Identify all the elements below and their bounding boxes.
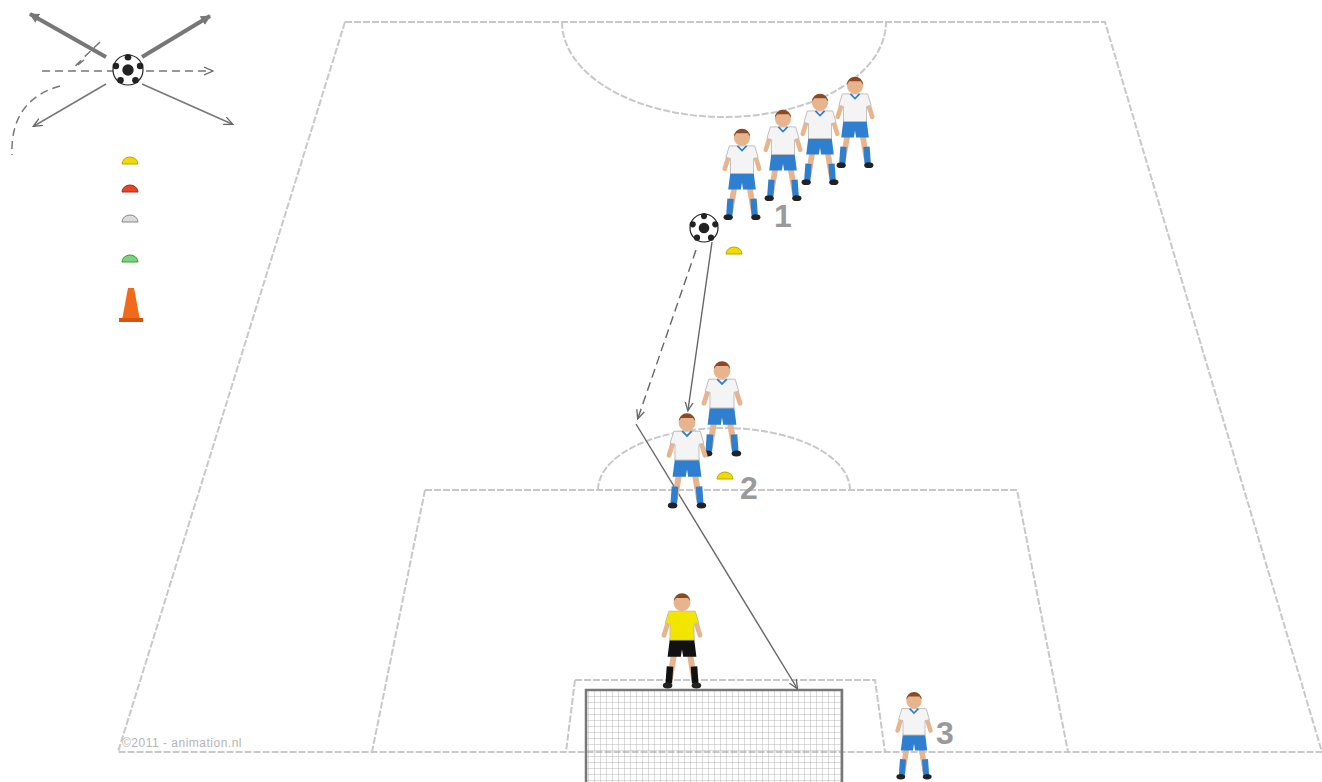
player: [802, 94, 839, 185]
ball-patch: [708, 235, 714, 241]
shoe: [896, 774, 905, 780]
legend-ball: [113, 54, 144, 85]
shirt: [839, 94, 871, 122]
sock: [734, 434, 735, 451]
shirt: [726, 146, 758, 174]
sock: [674, 486, 675, 503]
hair: [714, 361, 731, 369]
shirt: [767, 127, 799, 155]
goal: [586, 690, 842, 782]
shoe: [923, 774, 932, 780]
sock: [867, 147, 868, 163]
shoe: [802, 179, 811, 185]
sock: [694, 666, 695, 683]
ball-patch: [125, 54, 132, 61]
collar: [815, 111, 824, 116]
sock: [795, 180, 796, 196]
shirt: [804, 111, 836, 139]
shoe: [724, 214, 733, 220]
shoe: [732, 451, 742, 457]
ball-patch: [690, 221, 696, 227]
goalkeeper: [663, 593, 701, 688]
player: [724, 129, 761, 220]
movement-lines: [636, 242, 797, 688]
ball-patch: [122, 64, 133, 75]
collar: [737, 146, 746, 151]
hair: [906, 692, 921, 700]
shoe: [864, 162, 873, 168]
sock: [699, 486, 700, 503]
ball-patch: [694, 235, 700, 241]
watermark: ©2011 - animation.nl: [122, 736, 242, 750]
collar: [910, 709, 919, 713]
ball-patch: [701, 213, 707, 219]
hair: [847, 77, 863, 85]
player: [703, 361, 741, 456]
player: [765, 110, 802, 201]
collar: [717, 379, 727, 384]
collar: [850, 94, 859, 99]
hair: [775, 110, 791, 118]
hair: [734, 129, 750, 137]
callout-number: 3: [936, 715, 954, 752]
shoe: [829, 179, 838, 185]
callout-number: 2: [740, 470, 758, 507]
collar: [682, 431, 692, 436]
shoe: [751, 214, 760, 220]
hair: [812, 94, 828, 102]
player: [668, 413, 706, 508]
player: [837, 77, 874, 168]
shoe: [697, 503, 707, 509]
sock: [925, 759, 926, 774]
pitch-lines: [118, 22, 1322, 752]
callout-number: 1: [774, 198, 792, 235]
hair: [679, 413, 696, 421]
sock: [770, 180, 771, 196]
ball-patch: [137, 63, 144, 70]
collar: [778, 127, 787, 132]
shirt: [899, 709, 930, 735]
shoe: [792, 195, 801, 201]
hair: [674, 593, 691, 601]
sock: [807, 164, 808, 180]
shoe: [663, 683, 673, 689]
ball-patch: [113, 63, 120, 70]
ball-patch: [699, 223, 710, 234]
ball-patch: [132, 77, 139, 84]
shoe: [668, 503, 678, 509]
shirt: [665, 611, 699, 640]
shorts: [901, 733, 927, 751]
shoe: [692, 683, 702, 689]
ball: [690, 213, 719, 242]
shorts: [673, 458, 702, 477]
ball-patch: [712, 221, 718, 227]
sock: [754, 199, 755, 215]
sock: [709, 434, 710, 451]
sock: [842, 147, 843, 163]
shirt: [670, 431, 704, 460]
sock: [729, 199, 730, 215]
sock: [832, 164, 833, 180]
ball-patch: [117, 77, 124, 84]
shorts: [708, 406, 737, 425]
legend-symbols: [12, 14, 232, 322]
shoe: [837, 162, 846, 168]
sock: [902, 759, 903, 774]
ball-body: [690, 214, 718, 242]
shoe: [765, 195, 774, 201]
shirt: [705, 379, 739, 408]
player: [896, 692, 931, 779]
sock: [669, 666, 670, 683]
